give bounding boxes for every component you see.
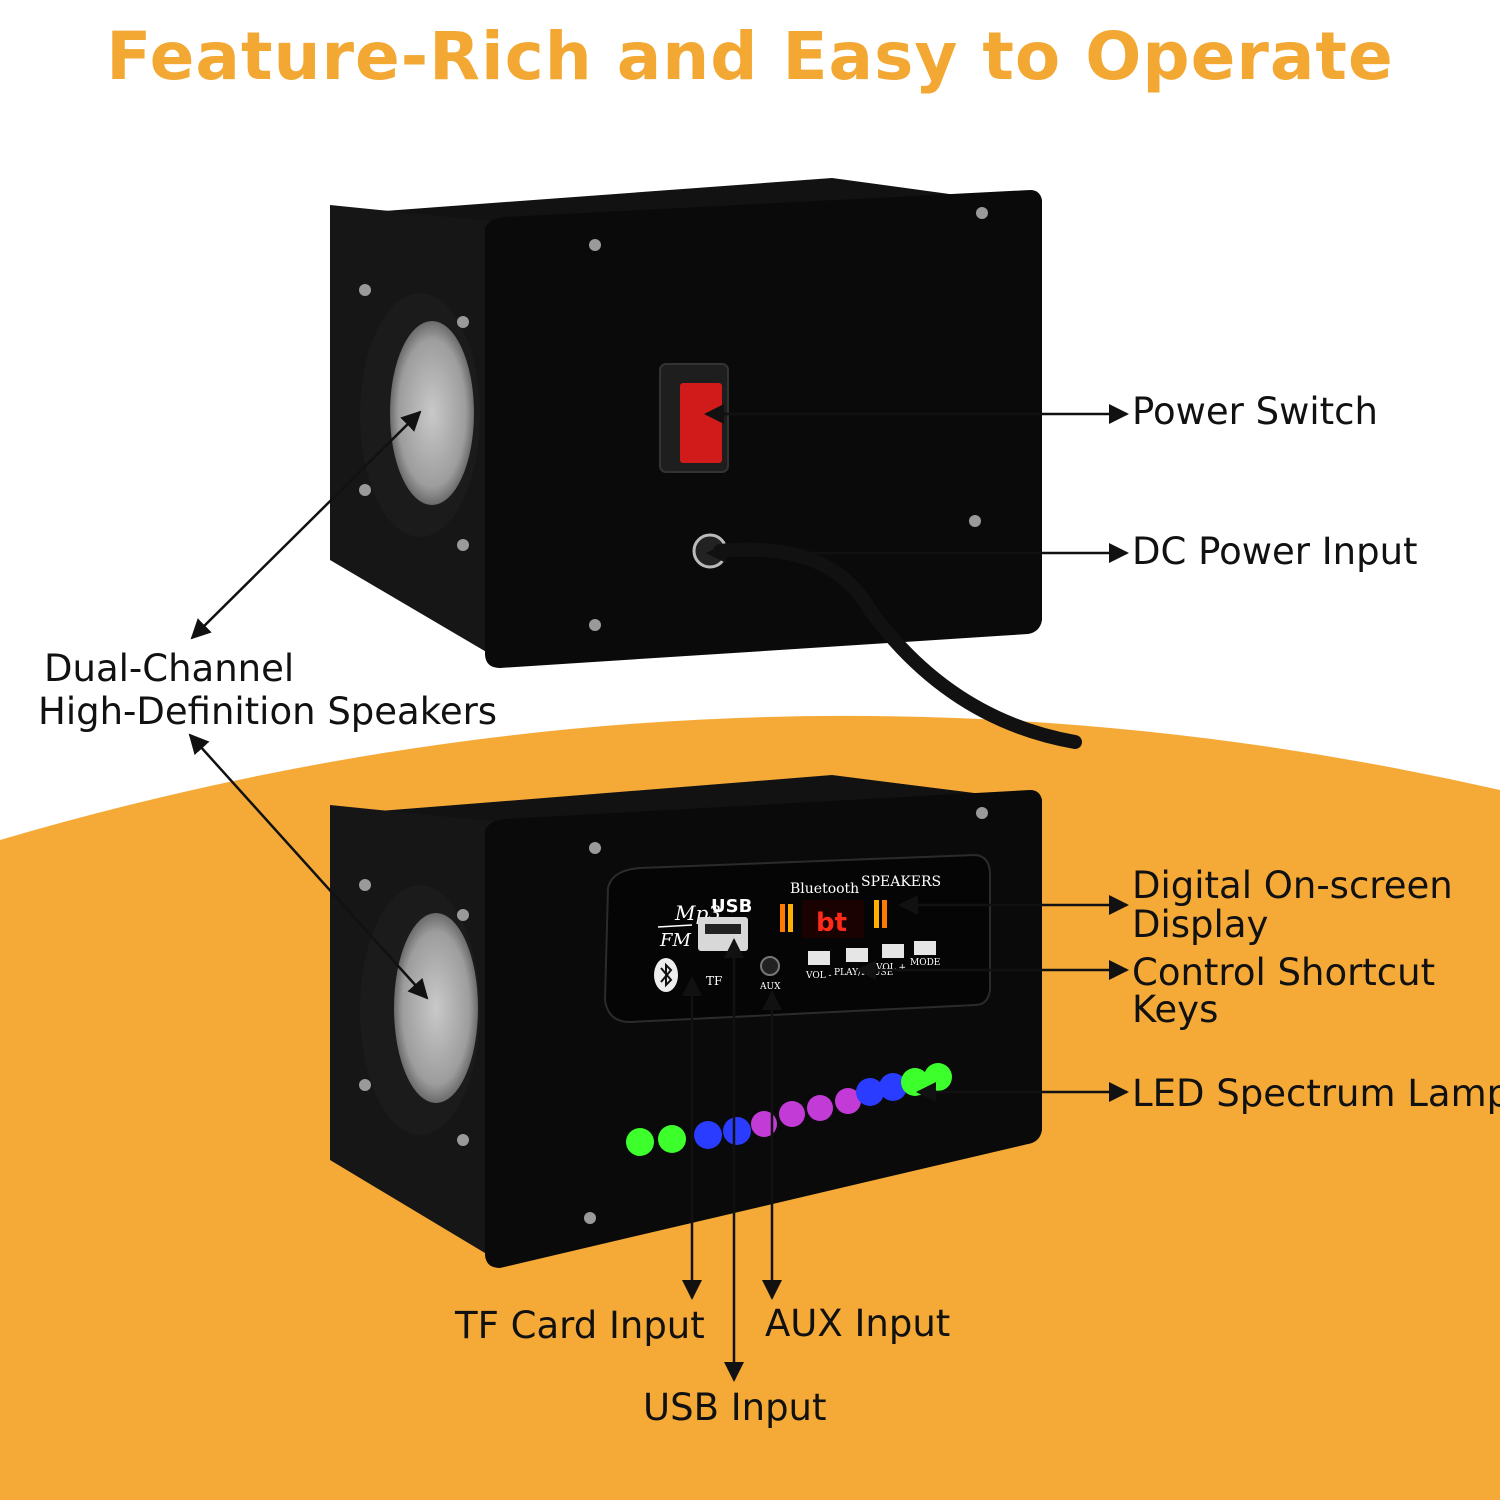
aux-port	[760, 956, 780, 976]
key-vol-plus	[882, 944, 904, 958]
bluetooth-label: Bluetooth	[790, 881, 859, 897]
double-arrow-icon	[188, 404, 1129, 1382]
power-switch-rocker	[680, 383, 722, 463]
fm-label: FM	[659, 930, 691, 951]
aux-callout: AUX Input	[765, 1302, 951, 1345]
key4-label: MODE	[910, 958, 940, 968]
key3-label: VOL +	[875, 963, 906, 973]
tf-callout: TF Card Input	[455, 1304, 705, 1347]
bottom-speaker-cone	[394, 913, 478, 1103]
dc-power-input-callout: DC Power Input	[1132, 530, 1418, 573]
top-device	[330, 178, 1082, 749]
page-title: Feature-Rich and Easy to Operate	[106, 18, 1394, 95]
usb-port-label: USB	[711, 896, 752, 917]
speakers-callout-line2: High-Definition Speakers	[38, 690, 498, 733]
top-speaker-cone	[390, 321, 474, 505]
led-spectrum-lamp	[626, 1063, 952, 1156]
aux-port-label: AUX	[759, 982, 781, 992]
controls-callout-line2: Keys	[1132, 988, 1219, 1031]
led-callout: LED Spectrum Lamp	[1132, 1072, 1500, 1115]
controls-callout-line1: Control Shortcut	[1132, 951, 1436, 994]
tf-slot-label: TF	[706, 974, 722, 988]
display-callout-line1: Digital On-screen	[1132, 864, 1453, 907]
usb-callout: USB Input	[643, 1386, 827, 1429]
power-switch-callout: Power Switch	[1132, 390, 1378, 433]
speakers-label: SPEAKERS	[861, 874, 941, 890]
digital-display	[802, 900, 864, 938]
key-mode	[914, 941, 936, 955]
key-vol-minus	[808, 951, 830, 965]
key-play	[846, 948, 868, 962]
display-readout: bt	[816, 908, 847, 938]
speakers-callout-line1: Dual-Channel	[44, 647, 295, 690]
top-front-panel	[485, 190, 1042, 668]
display-callout-line2: Display	[1132, 903, 1269, 946]
key1-label: VOL -	[805, 971, 832, 981]
